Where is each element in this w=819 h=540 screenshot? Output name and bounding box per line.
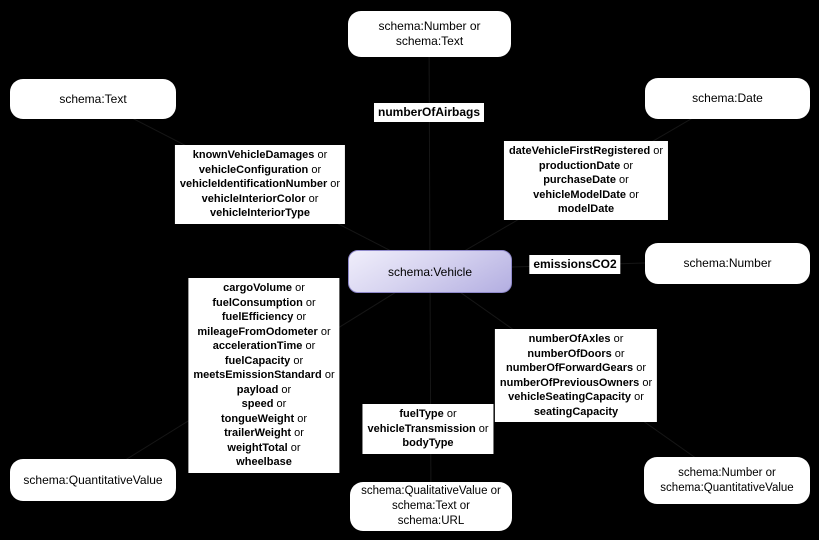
- type-node-number-or-quantitative-value[interactable]: schema:Number or schema:QuantitativeValu…: [644, 457, 810, 504]
- type-node-number-or-text[interactable]: schema:Number or schema:Text: [348, 11, 511, 57]
- edge-types: [429, 270, 432, 507]
- type-node-date[interactable]: schema:Date: [645, 78, 810, 119]
- vehicle-node[interactable]: schema:Vehicle: [348, 250, 512, 293]
- vehicle-node-label: schema:Vehicle: [387, 264, 473, 279]
- property-label-numberOfAirbags[interactable]: numberOfAirbags: [373, 103, 485, 122]
- type-node-quantitative-value[interactable]: schema:QuantitativeValue: [10, 459, 176, 501]
- edge-airbags: [428, 33, 431, 272]
- property-label-emissionsCO2[interactable]: emissionsCO2: [529, 255, 621, 274]
- type-node-qualitative-text-url[interactable]: schema:QualitativeValue or schema:Text o…: [350, 482, 512, 531]
- type-node-text[interactable]: schema:Text: [10, 79, 176, 119]
- type-node-number[interactable]: schema:Number: [645, 243, 810, 284]
